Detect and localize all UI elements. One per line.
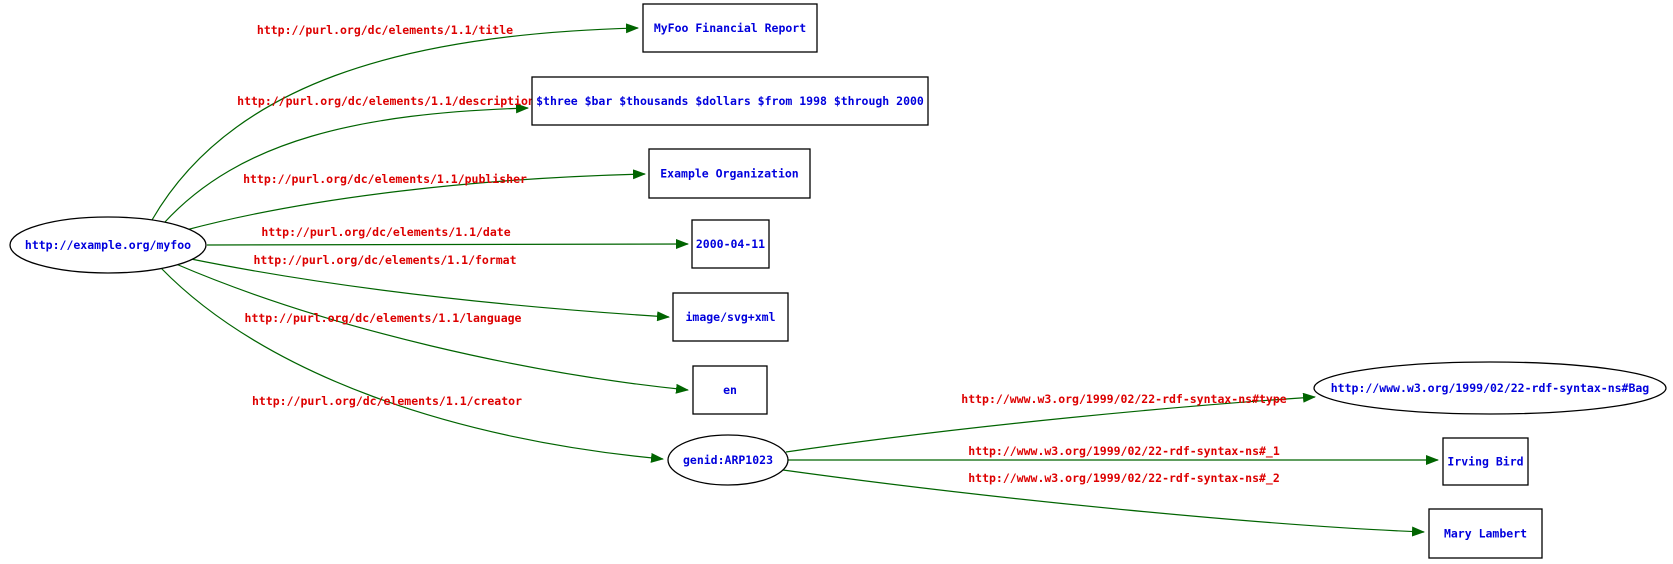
node-label-publisher-lit: Example Organization [660,167,799,181]
node-shape-title-lit [642,3,818,53]
node-shape-desc-lit [531,76,929,126]
edge-label-language: http://purl.org/dc/elements/1.1/language [245,311,522,325]
node-label-language-lit: en [723,383,737,397]
edge-description [163,103,529,224]
node-shape-member2-lit [1428,508,1543,559]
node-label-genid: genid:ARP1023 [683,453,773,467]
node-label-title-lit: MyFoo Financial Report [654,21,806,35]
node-label-format-lit: image/svg+xml [685,310,775,324]
node-shape-publisher-lit [648,148,811,199]
edge-label-member-2: http://www.w3.org/1999/02/22-rdf-syntax-… [968,471,1280,486]
node-shape-date-lit [691,219,770,269]
node-shape-bag [1313,361,1667,415]
edge-label-description: http://purl.org/dc/elements/1.1/descript… [237,94,535,108]
edge-label-format: http://purl.org/dc/elements/1.1/format [253,253,516,267]
node-label-desc-lit: $three $bar $thousands $dollars $from 19… [536,94,924,108]
edge-date [206,239,689,250]
edge-label-date: http://purl.org/dc/elements/1.1/date [261,225,510,239]
edge-label-member-1: http://www.w3.org/1999/02/22-rdf-syntax-… [968,444,1280,459]
edge-type [785,392,1316,453]
node-shape-format-lit [672,292,789,342]
node-shape-myfoo [9,216,207,274]
edge-label-title: http://purl.org/dc/elements/1.1/title [257,23,513,37]
edge-title [151,23,639,221]
edge-label-creator: http://purl.org/dc/elements/1.1/creator [252,394,522,408]
node-label-member1-lit: Irving Bird [1447,455,1523,469]
node-label-myfoo: http://example.org/myfoo [25,238,191,252]
node-shape-genid [667,434,789,486]
node-label-bag: http://www.w3.org/1999/02/22-rdf-syntax-… [1331,381,1650,395]
edge-language [175,263,689,394]
edge-publisher [185,169,646,231]
edge-label-type: http://www.w3.org/1999/02/22-rdf-syntax-… [961,392,1286,406]
node-shape-language-lit [692,365,768,415]
edge-label-publisher: http://purl.org/dc/elements/1.1/publishe… [243,172,527,186]
edge-creator [160,267,664,463]
edge-format [190,258,670,322]
node-label-date-lit: 2000-04-11 [696,237,765,251]
node-label-member2-lit: Mary Lambert [1444,527,1527,541]
edge-member-2 [782,469,1425,537]
node-shape-member1-lit [1442,437,1529,486]
